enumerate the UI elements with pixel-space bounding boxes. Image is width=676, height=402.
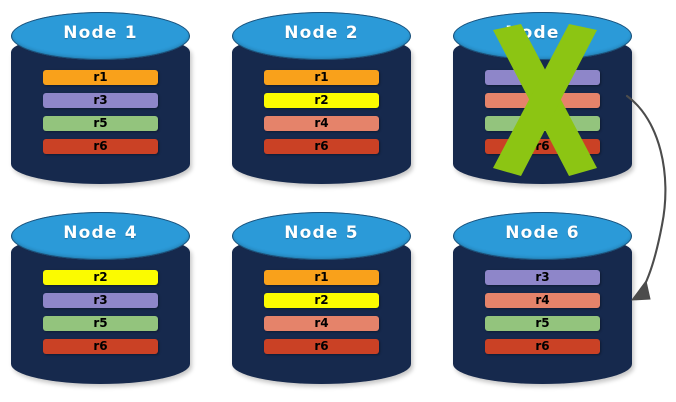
node-title: Node 6: [505, 223, 580, 243]
record-bar[interactable]: r6: [485, 139, 600, 154]
record-bar[interactable]: r3: [43, 293, 158, 308]
record-bar[interactable]: r5: [43, 116, 158, 131]
record-bar[interactable]: r4: [485, 293, 600, 308]
record-bar[interactable]: r5: [485, 316, 600, 331]
record-bar[interactable]: r6: [264, 139, 379, 154]
record-list: r3 r4 r5 r6: [485, 270, 600, 354]
record-bar[interactable]: r6: [43, 339, 158, 354]
record-bar[interactable]: r3: [43, 93, 158, 108]
record-bar[interactable]: r1: [264, 70, 379, 85]
failover-arrow-curve: [625, 94, 667, 294]
record-list: r1 r2 r4 r6: [264, 70, 379, 154]
node-title: Node 2: [284, 23, 359, 43]
cylinder-top-ellipse: [11, 212, 190, 260]
record-bar[interactable]: r1: [264, 270, 379, 285]
record-list: r3 r4 r5 r6: [485, 70, 600, 154]
record-bar[interactable]: r2: [264, 293, 379, 308]
record-list: r1 r3 r5 r6: [43, 70, 158, 154]
node-cylinder-5[interactable]: Node 5 r1 r2 r4 r6: [232, 212, 411, 390]
cylinder-top-ellipse: [232, 12, 411, 60]
cylinder-top-ellipse: [11, 12, 190, 60]
record-bar[interactable]: r5: [485, 116, 600, 131]
node-title: Node 1: [63, 23, 138, 43]
node-title: Node 3: [505, 23, 580, 43]
node-cylinder-3[interactable]: Node 3 r3 r4 r5 r6: [453, 12, 632, 190]
record-bar[interactable]: r1: [43, 70, 158, 85]
node-cylinder-6[interactable]: Node 6 r3 r4 r5 r6: [453, 212, 632, 390]
cylinder-top-ellipse: [232, 212, 411, 260]
record-bar[interactable]: r4: [264, 116, 379, 131]
record-bar[interactable]: r6: [43, 139, 158, 154]
record-bar[interactable]: r2: [264, 93, 379, 108]
record-bar[interactable]: r2: [43, 270, 158, 285]
record-bar[interactable]: r3: [485, 70, 600, 85]
record-bar[interactable]: r6: [485, 339, 600, 354]
node-title: Node 5: [284, 223, 359, 243]
node-title: Node 4: [63, 223, 138, 243]
node-cylinder-2[interactable]: Node 2 r1 r2 r4 r6: [232, 12, 411, 190]
record-bar[interactable]: r5: [43, 316, 158, 331]
record-list: r2 r3 r5 r6: [43, 270, 158, 354]
node-cylinder-1[interactable]: Node 1 r1 r3 r5 r6: [11, 12, 190, 190]
record-bar[interactable]: r6: [264, 339, 379, 354]
record-bar[interactable]: r4: [264, 316, 379, 331]
failover-arrow-head: [630, 279, 651, 301]
node-cylinder-4[interactable]: Node 4 r2 r3 r5 r6: [11, 212, 190, 390]
record-bar[interactable]: r4: [485, 93, 600, 108]
cylinder-top-ellipse: [453, 212, 632, 260]
record-bar[interactable]: r3: [485, 270, 600, 285]
record-list: r1 r2 r4 r6: [264, 270, 379, 354]
